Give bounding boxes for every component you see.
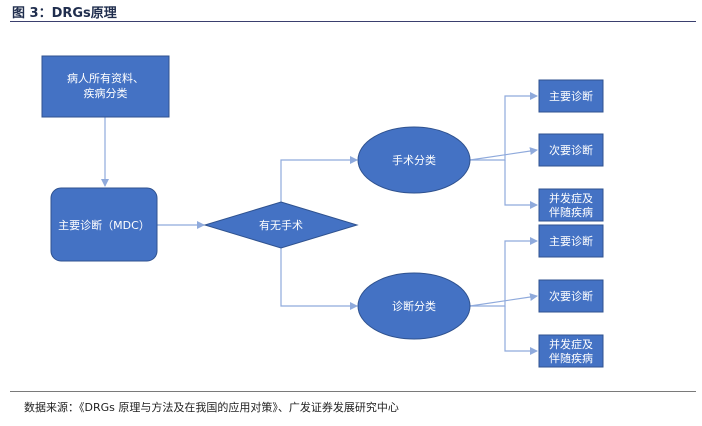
node-diagnosis-complications-label: 并发症及伴随疾病 — [549, 337, 593, 365]
connector-surgery-to-complications — [504, 160, 538, 209]
node-diagnosis-complications: 并发症及伴随疾病 — [538, 334, 604, 368]
node-diagnosis-label: 诊断分类 — [392, 299, 436, 313]
node-diagnosis-secondary: 次要诊断 — [538, 279, 604, 313]
node-decision: 有无手术 — [203, 201, 359, 249]
node-surgery: 手术分类 — [357, 126, 471, 194]
connector-surgery-to-main — [470, 92, 538, 161]
source-note: 数据来源：《DRGs 原理与方法及在我国的应用对策》、广发证券发展研究中心 — [24, 401, 399, 414]
node-diagnosis-main-label: 主要诊断 — [549, 234, 593, 248]
connector-surgery-to-secondary — [469, 147, 538, 161]
connector-diagnosis-to-main — [470, 237, 538, 307]
connector-decision-to-surgery — [280, 156, 358, 202]
node-surgery-label: 手术分类 — [392, 153, 436, 167]
node-surgery-complications: 并发症及伴随疾病 — [538, 188, 604, 222]
node-diagnosis-secondary-label: 次要诊断 — [549, 289, 593, 303]
node-surgery-main-label: 主要诊断 — [549, 89, 593, 103]
node-surgery-secondary-label: 次要诊断 — [549, 143, 593, 157]
node-surgery-complications-label: 并发症及伴随疾病 — [549, 191, 593, 219]
node-patient-info-label: 病人所有资料、疾病分类 — [67, 71, 144, 100]
figure-title: 图 3：DRGs原理 — [12, 6, 117, 21]
connector-decision-to-diagnosis — [280, 248, 358, 310]
node-mdc-label: 主要诊断（MDC） — [58, 218, 150, 232]
node-patient-info: 病人所有资料、疾病分类 — [41, 55, 170, 118]
connector-diagnosis-to-secondary — [469, 293, 538, 307]
node-diagnosis-main: 主要诊断 — [538, 224, 604, 258]
node-decision-label: 有无手术 — [259, 218, 303, 232]
connectors — [101, 92, 538, 355]
node-surgery-main: 主要诊断 — [538, 79, 604, 113]
node-surgery-secondary: 次要诊断 — [538, 133, 604, 167]
source-rule — [10, 391, 696, 392]
title-rule — [10, 21, 696, 22]
node-diagnosis: 诊断分类 — [357, 272, 471, 340]
node-mdc: 主要诊断（MDC） — [50, 187, 158, 262]
connector-diagnosis-to-complications — [504, 306, 538, 355]
